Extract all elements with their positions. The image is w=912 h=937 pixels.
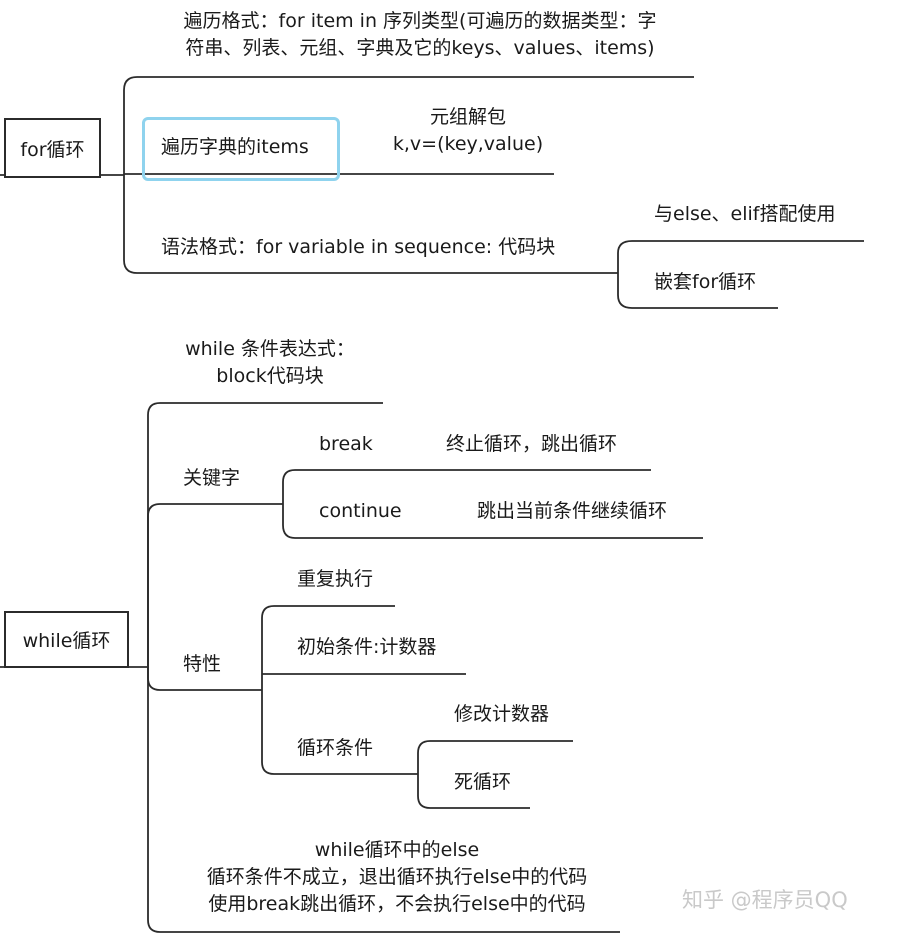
for-loop-root-label: for循环 bbox=[20, 138, 85, 161]
continue-description: 跳出当前条件继续循环 bbox=[477, 500, 668, 522]
break-keyword: break bbox=[319, 433, 373, 455]
dict-items-highlight-box bbox=[142, 117, 340, 181]
features-label: 特性 bbox=[183, 653, 222, 675]
dead-loop-label: 死循环 bbox=[454, 771, 512, 793]
break-description: 终止循环，跳出循环 bbox=[446, 433, 618, 455]
keywords-label: 关键字 bbox=[183, 467, 241, 489]
while-condition-line2: block代码块 bbox=[216, 365, 324, 387]
repeat-execution-label: 重复执行 bbox=[297, 568, 374, 590]
while-condition-text: while 条件表达式： block代码块 bbox=[168, 336, 372, 390]
traverse-format-line2: 符串、列表、元组、字典及它的keys、values、items) bbox=[185, 37, 655, 59]
initial-condition-label: 初始条件:计数器 bbox=[297, 636, 437, 658]
while-loop-root-node: while循环 bbox=[4, 611, 129, 668]
tuple-unpack-line2: k,v=(key,value) bbox=[392, 133, 544, 155]
continue-keyword: continue bbox=[319, 500, 402, 522]
while-loop-root-label: while循环 bbox=[22, 630, 111, 652]
tuple-unpack-line1: 元组解包 bbox=[429, 106, 506, 128]
for-loop-root-node: for循环 bbox=[4, 118, 101, 178]
syntax-format-label: 语法格式：for variable in sequence: 代码块 bbox=[161, 236, 556, 258]
while-condition-line1: while 条件表达式： bbox=[185, 338, 355, 360]
nested-for-label: 嵌套for循环 bbox=[654, 271, 757, 293]
loop-condition-label: 循环条件 bbox=[297, 737, 374, 759]
while-else-title: while循环中的else bbox=[314, 839, 480, 861]
tuple-unpack-text: 元组解包 k,v=(key,value) bbox=[370, 104, 566, 158]
with-else-label: 与else、elif搭配使用 bbox=[654, 203, 836, 225]
watermark: 知乎 @程序员QQ bbox=[682, 888, 848, 912]
modify-counter-label: 修改计数器 bbox=[454, 703, 550, 725]
while-else-line1: 循环条件不成立，退出循环执行else中的代码 bbox=[206, 866, 588, 888]
dict-items-label: 遍历字典的items bbox=[161, 136, 309, 158]
while-else-text: while循环中的else 循环条件不成立，退出循环执行else中的代码 使用b… bbox=[172, 837, 622, 918]
while-else-line2: 使用break跳出循环，不会执行else中的代码 bbox=[208, 893, 586, 915]
traverse-format-text: 遍历格式：for item in 序列类型(可遍历的数据类型：字 符串、列表、元… bbox=[140, 8, 700, 62]
traverse-format-line1: 遍历格式：for item in 序列类型(可遍历的数据类型：字 bbox=[183, 10, 657, 32]
